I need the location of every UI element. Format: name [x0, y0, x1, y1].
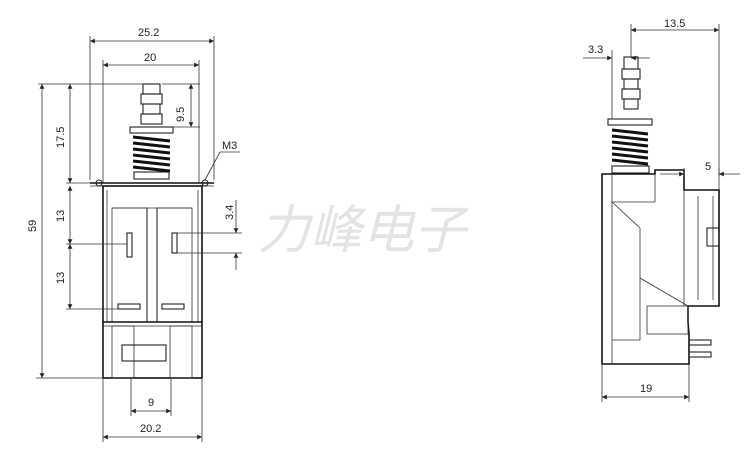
switch-body	[102, 185, 203, 379]
dim-body-depth: 19	[640, 383, 652, 395]
dim-plunger-span: 20	[144, 52, 156, 64]
watermark-text: 力峰电子	[258, 201, 469, 261]
dim-thread: M3	[222, 140, 237, 152]
dim-plunger-height: 17.5	[55, 127, 67, 148]
contact-chamber-left	[111, 207, 148, 323]
dim-stroke: 9.5	[175, 107, 187, 122]
base-slot	[121, 344, 167, 362]
spring	[132, 135, 171, 173]
dim-bracket: 5	[705, 161, 711, 173]
contact-right	[171, 232, 178, 254]
side-bracket-tab	[706, 227, 720, 247]
front-view: 25.2 20 9.5 17.5 59 13 13 3.4	[27, 27, 242, 442]
dim-lower-section: 13	[55, 272, 67, 284]
side-view: 13.5 3.3 5 19	[583, 18, 740, 402]
dim-upper-section: 13	[55, 210, 67, 222]
mount-hole-left	[95, 179, 103, 187]
side-plunger	[607, 56, 653, 174]
side-spring	[611, 128, 649, 166]
dim-overall-width: 25.2	[138, 27, 159, 39]
side-pin-upper	[688, 339, 712, 346]
dim-pin-spacing: 9	[148, 397, 154, 409]
side-pin-lower	[688, 351, 712, 358]
dim-total-height: 59	[27, 220, 39, 232]
contact-left	[126, 232, 133, 258]
dim-plunger-offset: 3.3	[588, 44, 603, 56]
plunger	[129, 83, 174, 180]
dim-overall-depth: 13.5	[664, 18, 685, 30]
terminal-bar-right	[161, 303, 185, 310]
dim-base-width: 20.2	[140, 423, 161, 435]
side-body	[601, 169, 720, 365]
dim-contact-gap: 3.4	[224, 205, 236, 220]
terminal-bar-left	[117, 303, 141, 310]
